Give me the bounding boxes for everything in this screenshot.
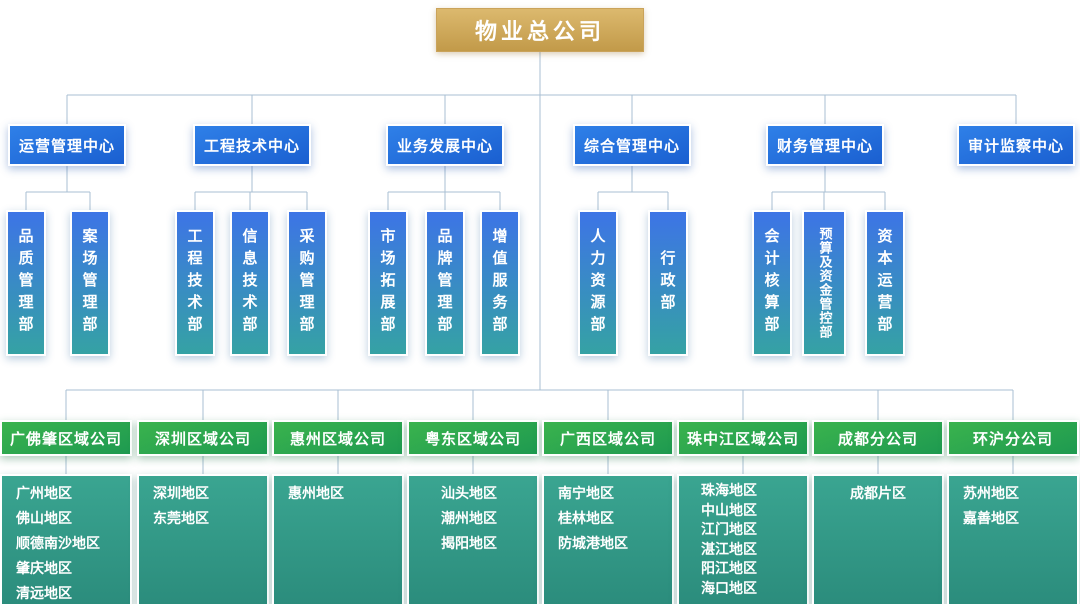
area-item: 防城港地区 <box>558 536 628 552</box>
region-box: 粤东区域公司 <box>407 420 539 456</box>
area-item: 惠州地区 <box>288 486 344 502</box>
dept-box: 采购管理部 <box>287 210 327 356</box>
area-item: 揭阳地区 <box>441 536 497 552</box>
area-list: 汕头地区 潮州地区 揭阳地区 <box>407 474 539 604</box>
area-item: 成都片区 <box>850 486 906 502</box>
area-item: 阳江地区 <box>701 561 757 577</box>
center-box-engineering: 工程技术中心 <box>193 124 311 166</box>
center-box-business: 业务发展中心 <box>386 124 504 166</box>
area-item: 深圳地区 <box>153 486 209 502</box>
region-box: 环沪分公司 <box>947 420 1079 456</box>
area-item: 海口地区 <box>701 580 757 597</box>
dept-box: 信息技术部 <box>230 210 270 356</box>
region-box: 惠州区域公司 <box>272 420 404 456</box>
area-list: 深圳地区 东莞地区 <box>137 474 269 604</box>
area-item: 佛山地区 <box>16 511 72 527</box>
area-item: 广州地区 <box>16 486 72 502</box>
area-list: 南宁地区 桂林地区 防城港地区 <box>542 474 674 604</box>
area-item: 清远地区 <box>16 586 72 602</box>
area-item: 湛江地区 <box>701 541 757 558</box>
area-item: 珠海地区 <box>701 483 757 499</box>
dept-box: 案场管理部 <box>70 210 110 356</box>
region-box: 广西区域公司 <box>542 420 674 456</box>
dept-box: 市场拓展部 <box>368 210 408 356</box>
area-item: 顺德南沙地区 <box>16 536 100 552</box>
area-item: 南宁地区 <box>558 486 614 502</box>
dept-box: 会计核算部 <box>752 210 792 356</box>
center-box-comprehensive: 综合管理中心 <box>573 124 691 166</box>
root-company-box: 物业总公司 <box>436 8 644 52</box>
area-item: 桂林地区 <box>558 511 614 527</box>
dept-box: 资本运营部 <box>865 210 905 356</box>
center-box-finance: 财务管理中心 <box>766 124 884 166</box>
dept-box: 工程技术部 <box>175 210 215 356</box>
center-box-operations: 运营管理中心 <box>8 124 126 166</box>
area-list: 珠海地区 中山地区 江门地区 湛江地区 阳江地区 海口地区 <box>677 474 809 604</box>
center-box-audit: 审计监察中心 <box>957 124 1075 166</box>
area-item: 江门地区 <box>701 522 757 538</box>
region-box: 成都分公司 <box>812 420 944 456</box>
area-item: 肇庆地区 <box>16 561 72 577</box>
area-item: 汕头地区 <box>441 486 497 502</box>
dept-box: 预算及资金管控部 <box>802 210 846 356</box>
dept-box: 品质管理部 <box>6 210 46 356</box>
region-box: 珠中江区域公司 <box>677 420 809 456</box>
area-item: 潮州地区 <box>441 511 497 527</box>
area-item: 苏州地区 <box>963 486 1019 502</box>
dept-box: 品牌管理部 <box>425 210 465 356</box>
area-list: 苏州地区 嘉善地区 <box>947 474 1079 604</box>
area-list: 广州地区 佛山地区 顺德南沙地区 肇庆地区 清远地区 <box>0 474 132 604</box>
dept-box: 人力资源部 <box>578 210 618 356</box>
area-item: 东莞地区 <box>153 511 209 527</box>
region-box: 深圳区域公司 <box>137 420 269 456</box>
area-item: 嘉善地区 <box>963 511 1019 527</box>
area-item: 中山地区 <box>701 502 757 519</box>
area-list: 成都片区 <box>812 474 944 604</box>
dept-box: 增值服务部 <box>480 210 520 356</box>
area-list: 惠州地区 <box>272 474 404 604</box>
dept-box: 行政部 <box>648 210 688 356</box>
region-box: 广佛肇区域公司 <box>0 420 132 456</box>
